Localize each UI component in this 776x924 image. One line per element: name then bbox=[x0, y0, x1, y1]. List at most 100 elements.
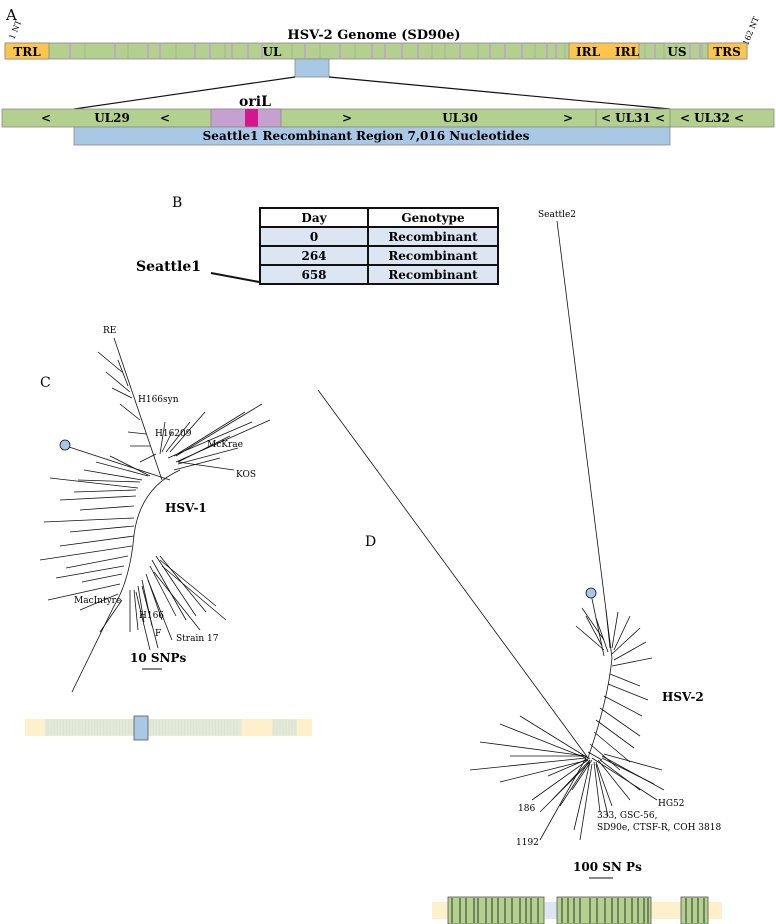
genome-segment-label-ul: UL bbox=[263, 45, 282, 59]
hsv1-twig bbox=[95, 461, 149, 477]
seattle1-label: Seattle1 bbox=[136, 259, 201, 275]
genome-segment-trl bbox=[4, 42, 50, 60]
hsv1-twig bbox=[109, 455, 151, 477]
table-header-genotype: Genotype bbox=[367, 207, 499, 228]
hsv2-twig bbox=[605, 609, 611, 649]
zoom-gene-bar bbox=[1, 108, 775, 128]
genome-title: HSV-2 Genome (SD90e) bbox=[287, 28, 460, 43]
hsv1-twig bbox=[127, 431, 147, 435]
hsv1-twig bbox=[77, 479, 141, 483]
hsv1-strain-mckrae: McKrae bbox=[207, 440, 243, 450]
hsv2-twig bbox=[599, 707, 641, 737]
genome-segment-label-trs: TRS bbox=[713, 45, 741, 59]
hsv1-branch-kos bbox=[177, 461, 235, 471]
hsv1-twig bbox=[173, 457, 221, 471]
hsv2-strain-group-1: 333, GSC-56, bbox=[597, 811, 658, 821]
gene-label-ul32: < UL32 < bbox=[680, 111, 744, 125]
hsv2-branch-hg52 bbox=[591, 757, 658, 801]
hsv1-twig bbox=[119, 403, 141, 421]
hsv1-scale-label: 10 SNPs bbox=[130, 651, 187, 665]
hsv2-strain-1192: 1192 bbox=[516, 838, 539, 848]
hsv1-twig bbox=[69, 525, 135, 533]
panel-label-d: D bbox=[365, 534, 376, 550]
hsv2-twig bbox=[571, 759, 593, 791]
zoom-line-left bbox=[73, 76, 296, 110]
hsv2-strain-186: 186 bbox=[518, 804, 535, 814]
panel-label-c: C bbox=[40, 375, 51, 391]
hsv2-tree bbox=[317, 220, 665, 841]
hsv1-genome-bar bbox=[25, 715, 312, 741]
hsv2-twig bbox=[611, 657, 653, 667]
hsv2-twig bbox=[597, 759, 631, 801]
oril-core bbox=[245, 109, 258, 127]
genome-segment-label-us: US bbox=[667, 45, 686, 59]
hsv1-twig bbox=[73, 489, 137, 493]
table-cell-day: 264 bbox=[259, 245, 369, 266]
hsv2-twig bbox=[499, 759, 589, 783]
hsv2-branch-seattle1 bbox=[590, 593, 605, 657]
hsv1-twig bbox=[55, 565, 125, 579]
hsv2-twig bbox=[603, 753, 663, 771]
hsv2-twig bbox=[559, 759, 591, 807]
hsv2-strain-hg52: HG52 bbox=[658, 799, 685, 809]
hsv2-twig bbox=[531, 759, 589, 801]
hsv1-twig bbox=[83, 469, 143, 481]
gene-arrow-4: > bbox=[563, 111, 573, 125]
gene-arrow-2: < bbox=[160, 111, 170, 125]
hsv1-branch-re bbox=[113, 337, 163, 481]
hsv1-strain-h166syn: H166syn bbox=[138, 395, 179, 405]
hsv2-twig bbox=[589, 743, 621, 771]
hsv1-branch-long bbox=[71, 605, 115, 693]
hsv1-twig bbox=[139, 453, 157, 463]
hsv1-twig bbox=[97, 351, 123, 373]
hsv1-strain-h166: H166 bbox=[139, 611, 164, 621]
hsv2-twig bbox=[595, 761, 613, 807]
hsv2-twig bbox=[613, 641, 647, 661]
hsv1-twig bbox=[79, 593, 119, 611]
table-cell-genotype: Recombinant bbox=[367, 245, 499, 266]
hsv2-twig bbox=[593, 761, 601, 813]
hsv2-twig bbox=[593, 731, 631, 763]
hsv2-scale-label: 100 SN Ps bbox=[573, 860, 642, 874]
hsv1-twig bbox=[81, 573, 123, 583]
gene-label-ul29: UL29 bbox=[94, 111, 130, 125]
hsv2-branch-long bbox=[317, 389, 589, 759]
hsv1-twig bbox=[111, 387, 133, 399]
hsv1-twig bbox=[159, 559, 217, 607]
hsv2-twig bbox=[613, 615, 631, 651]
hsv2-twig bbox=[601, 755, 665, 791]
gene-label-ul30: UL30 bbox=[442, 111, 478, 125]
genome-segment-irl bbox=[568, 42, 640, 60]
hsv1-twig bbox=[177, 447, 239, 465]
hsv1-twig bbox=[117, 359, 129, 387]
hsv1-backbone bbox=[113, 469, 181, 607]
hsv2-branch-seattle2 bbox=[556, 220, 613, 659]
hsv1-seattle1-marker bbox=[59, 439, 71, 451]
hsv1-twig bbox=[147, 579, 173, 641]
hsv1-twig bbox=[79, 505, 135, 511]
hsv1-twig bbox=[59, 535, 135, 547]
hsv1-twig bbox=[141, 585, 159, 649]
hsv1-twig bbox=[99, 599, 123, 633]
hsv2-twig bbox=[581, 607, 605, 641]
hsv2-twig bbox=[611, 611, 619, 649]
hsv1-twig bbox=[149, 565, 177, 617]
genome-segment-label-irl-1: IRL bbox=[576, 45, 601, 59]
recombinant-region-label: Seattle1 Recombinant Region 7,016 Nucleo… bbox=[203, 129, 530, 143]
hsv2-twig bbox=[573, 761, 591, 831]
hsv2-twig bbox=[479, 741, 587, 757]
hsv1-twig bbox=[177, 435, 231, 463]
hsv2-twig bbox=[603, 695, 643, 717]
table-cell-genotype: Recombinant bbox=[367, 226, 499, 247]
table-cell-day: 0 bbox=[259, 226, 369, 247]
hsv1-strain-re: RE bbox=[103, 326, 116, 336]
hsv2-strain-seattle2: Seattle2 bbox=[538, 210, 576, 220]
hsv1-strain-macintyre: MacIntyre bbox=[74, 596, 121, 606]
hsv1-twig bbox=[137, 585, 145, 623]
gene-arrow-1: < bbox=[41, 111, 51, 125]
hsv1-twig bbox=[43, 517, 135, 523]
recombinant-region-bar bbox=[73, 126, 671, 146]
hsv2-twig bbox=[585, 615, 603, 647]
hsv2-twig bbox=[579, 763, 593, 841]
hsv1-twig bbox=[173, 411, 246, 457]
